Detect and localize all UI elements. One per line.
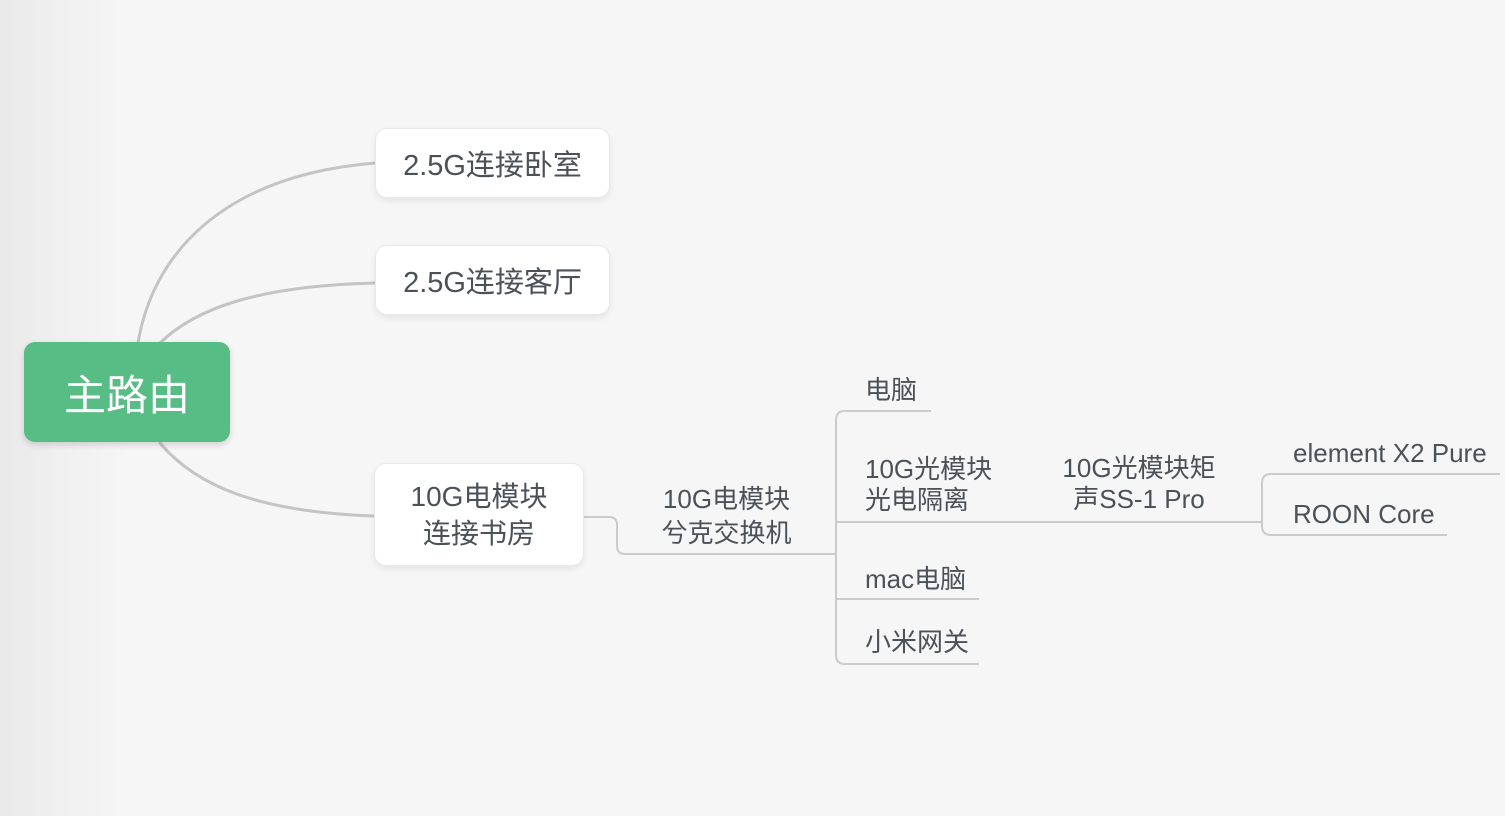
connector-root-study (158, 441, 376, 518)
node-matrix-label-line2: 声SS-1 Pro (1073, 484, 1205, 514)
node-matrix-ss1-pro[interactable]: 10G光模块矩 声SS-1 Pro (1040, 453, 1238, 515)
bracket-matrix-children (1261, 473, 1500, 536)
node-optical-label-line2: 光电隔离 (865, 485, 970, 515)
node-pc[interactable]: 电脑 (865, 377, 917, 404)
node-roon-label: ROON Core (1293, 499, 1435, 529)
node-matrix-label-line1: 10G光模块矩 (1062, 453, 1216, 483)
node-sikecloud-switch[interactable]: 10G电模块 兮克交换机 (617, 482, 836, 550)
node-pc-label: 电脑 (865, 375, 918, 405)
node-mac-label: mac电脑 (865, 564, 967, 594)
node-mac-computer[interactable]: mac电脑 (865, 566, 966, 593)
node-bedroom-label: 2.5G连接卧室 (403, 150, 582, 182)
node-livingroom-label: 2.5G连接客厅 (403, 267, 582, 299)
node-study-label-line2: 连接书房 (422, 517, 535, 549)
node-xiaomi-gateway[interactable]: 小米网关 (865, 629, 969, 656)
connector-study-switch (583, 516, 836, 555)
node-bedroom-2-5g[interactable]: 2.5G连接卧室 (375, 128, 610, 198)
node-element-label: element X2 Pure (1293, 438, 1487, 468)
node-study-10g[interactable]: 10G电模块 连接书房 (374, 463, 584, 566)
node-livingroom-2-5g[interactable]: 2.5G连接客厅 (375, 245, 610, 315)
node-switch-label-line2: 兮克交换机 (661, 518, 792, 548)
node-study-label-line1: 10G电模块 (410, 480, 548, 512)
bracket-switch-children (835, 410, 979, 665)
node-optical-label-line1: 10G光模块 (865, 454, 993, 484)
node-gateway-label: 小米网关 (865, 627, 970, 657)
node-optical-isolation[interactable]: 10G光模块 光电隔离 (865, 454, 992, 516)
connector-root-bedroom (136, 161, 377, 345)
node-roon-core[interactable]: ROON Core (1293, 501, 1435, 528)
node-switch-label-line1: 10G电模块 (662, 484, 791, 514)
root-node-label: 主路由 (63, 371, 190, 419)
node-element-x2-pure[interactable]: element X2 Pure (1293, 440, 1487, 467)
root-node-main-router[interactable]: 主路由 (24, 342, 230, 442)
connector-root-livingroom (158, 281, 377, 345)
